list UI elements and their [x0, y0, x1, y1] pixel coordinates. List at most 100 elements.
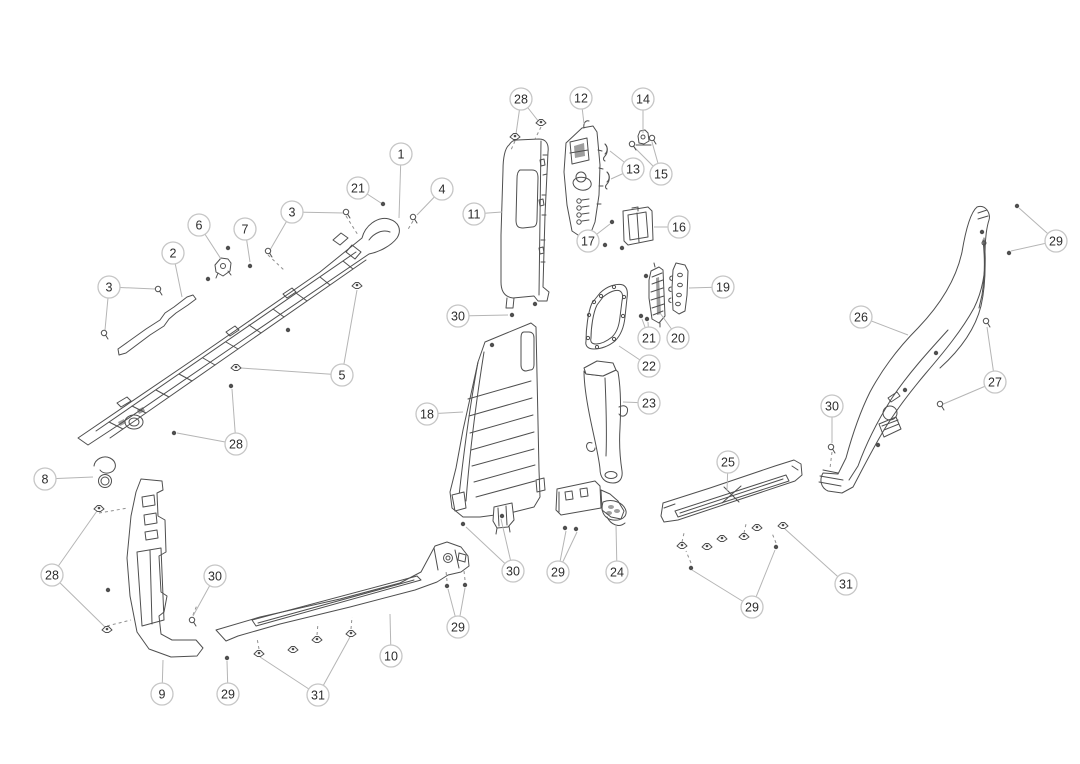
- part-shape-22: [585, 283, 628, 350]
- part-shape-23: [583, 360, 628, 484]
- dot-fastener-glyph: [247, 263, 253, 269]
- callout-19[interactable]: 19: [711, 275, 735, 299]
- callout-3[interactable]: 3: [97, 275, 121, 299]
- assembly-dashed-line: [406, 220, 414, 232]
- callout-11[interactable]: 11: [462, 202, 486, 226]
- callout-30[interactable]: 30: [501, 559, 525, 583]
- clip-fastener-glyph: [535, 119, 547, 126]
- dot-fastener-glyph: [532, 301, 538, 307]
- callout-31[interactable]: 31: [834, 572, 858, 596]
- callout-21[interactable]: 21: [346, 176, 370, 200]
- dot-fastener-glyph: [1006, 250, 1012, 256]
- dot-fastener-glyph: [1014, 203, 1020, 209]
- dot-fastener-glyph: [619, 245, 625, 251]
- callout-13[interactable]: 13: [621, 157, 645, 181]
- part-shape-26: [818, 205, 990, 494]
- callout-7[interactable]: 7: [233, 217, 257, 241]
- callout-9[interactable]: 9: [150, 682, 174, 706]
- callout-22[interactable]: 22: [637, 354, 661, 378]
- callout-29[interactable]: 29: [1044, 229, 1068, 253]
- part-shape-18: [449, 322, 546, 535]
- clip-fastener-glyph: [345, 630, 357, 637]
- assembly-dashed-line: [256, 637, 260, 650]
- screw-fastener-glyph: [342, 208, 351, 219]
- callout-29[interactable]: 29: [216, 682, 240, 706]
- callout-25[interactable]: 25: [716, 450, 740, 474]
- parts-layer: [77, 120, 990, 658]
- clip-fastener-glyph: [738, 533, 750, 540]
- callout-31[interactable]: 31: [306, 683, 330, 707]
- callout-29[interactable]: 29: [446, 615, 470, 639]
- screw-fastener-glyph: [936, 400, 945, 411]
- part-shape-19: [668, 262, 689, 315]
- callout-4[interactable]: 4: [430, 177, 454, 201]
- callout-28[interactable]: 28: [509, 87, 533, 111]
- callout-10[interactable]: 10: [379, 644, 403, 668]
- assembly-dashed-line: [829, 451, 833, 469]
- dot-fastener-glyph: [643, 273, 649, 279]
- assembly-dashed-line: [192, 604, 198, 616]
- callout-8[interactable]: 8: [33, 467, 57, 491]
- screw-fastener-glyph: [628, 140, 637, 151]
- part-shape-25: [660, 459, 803, 523]
- part-shape-20: [648, 262, 666, 328]
- assembly-dashed-line: [267, 254, 286, 272]
- callout-14[interactable]: 14: [631, 87, 655, 111]
- dot-fastener-glyph: [609, 219, 615, 225]
- callout-17[interactable]: 17: [576, 229, 600, 253]
- callout-2[interactable]: 2: [161, 241, 185, 265]
- callout-1[interactable]: 1: [389, 142, 413, 166]
- assembly-dashed-line: [510, 140, 516, 151]
- dot-fastener-glyph: [644, 316, 650, 322]
- callout-6[interactable]: 6: [187, 213, 211, 237]
- callout-28[interactable]: 28: [40, 563, 64, 587]
- assembly-dashed-line: [316, 622, 319, 636]
- callout-24[interactable]: 24: [605, 560, 629, 584]
- callout-29[interactable]: 29: [740, 595, 764, 619]
- dot-fastener-glyph: [460, 521, 466, 527]
- fasteners-layer: [93, 119, 1020, 661]
- callout-18[interactable]: 18: [415, 402, 439, 426]
- callout-leader-line: [691, 569, 753, 608]
- part-shape-1: [77, 217, 400, 446]
- dot-fastener-glyph: [902, 387, 908, 393]
- callout-15[interactable]: 15: [649, 162, 673, 186]
- assembly-dashed-line: [463, 570, 466, 581]
- callout-leader-line: [51, 510, 98, 576]
- clip-fastener-glyph: [311, 636, 323, 643]
- callout-29[interactable]: 29: [546, 560, 570, 584]
- callout-30[interactable]: 30: [820, 394, 844, 418]
- callout-30[interactable]: 30: [203, 564, 227, 588]
- callout-20[interactable]: 20: [666, 326, 690, 350]
- part-shape-9: [126, 478, 204, 658]
- callout-21[interactable]: 21: [637, 326, 661, 350]
- callout-23[interactable]: 23: [637, 391, 661, 415]
- part-shape-12: [563, 120, 604, 238]
- screw-fastener-glyph: [154, 285, 163, 296]
- screw-fastener-glyph: [264, 247, 273, 258]
- dot-fastener-glyph: [462, 582, 468, 588]
- pin-fastener-glyph: [604, 143, 608, 155]
- pin-fastener-glyph: [606, 171, 610, 183]
- dot-fastener-glyph: [444, 583, 450, 589]
- callout-30[interactable]: 30: [446, 304, 470, 328]
- callout-28[interactable]: 28: [224, 432, 248, 456]
- callout-16[interactable]: 16: [667, 215, 691, 239]
- callout-leader-line: [784, 528, 847, 585]
- callout-27[interactable]: 27: [983, 370, 1007, 394]
- dot-fastener-glyph: [225, 245, 231, 251]
- callout-3[interactable]: 3: [280, 200, 304, 224]
- dot-fastener-glyph: [509, 312, 515, 318]
- dot-fastener-glyph: [562, 525, 568, 531]
- clip-fastener-glyph: [777, 522, 789, 529]
- callout-12[interactable]: 12: [569, 86, 593, 110]
- clip-fastener-glyph: [287, 646, 299, 653]
- assembly-dashed-line: [681, 532, 685, 543]
- assembly-dashed-line: [350, 616, 353, 630]
- callout-5[interactable]: 5: [330, 363, 354, 387]
- callout-26[interactable]: 26: [849, 305, 873, 329]
- part-shape-6: [214, 257, 232, 279]
- screw-fastener-glyph: [100, 329, 109, 340]
